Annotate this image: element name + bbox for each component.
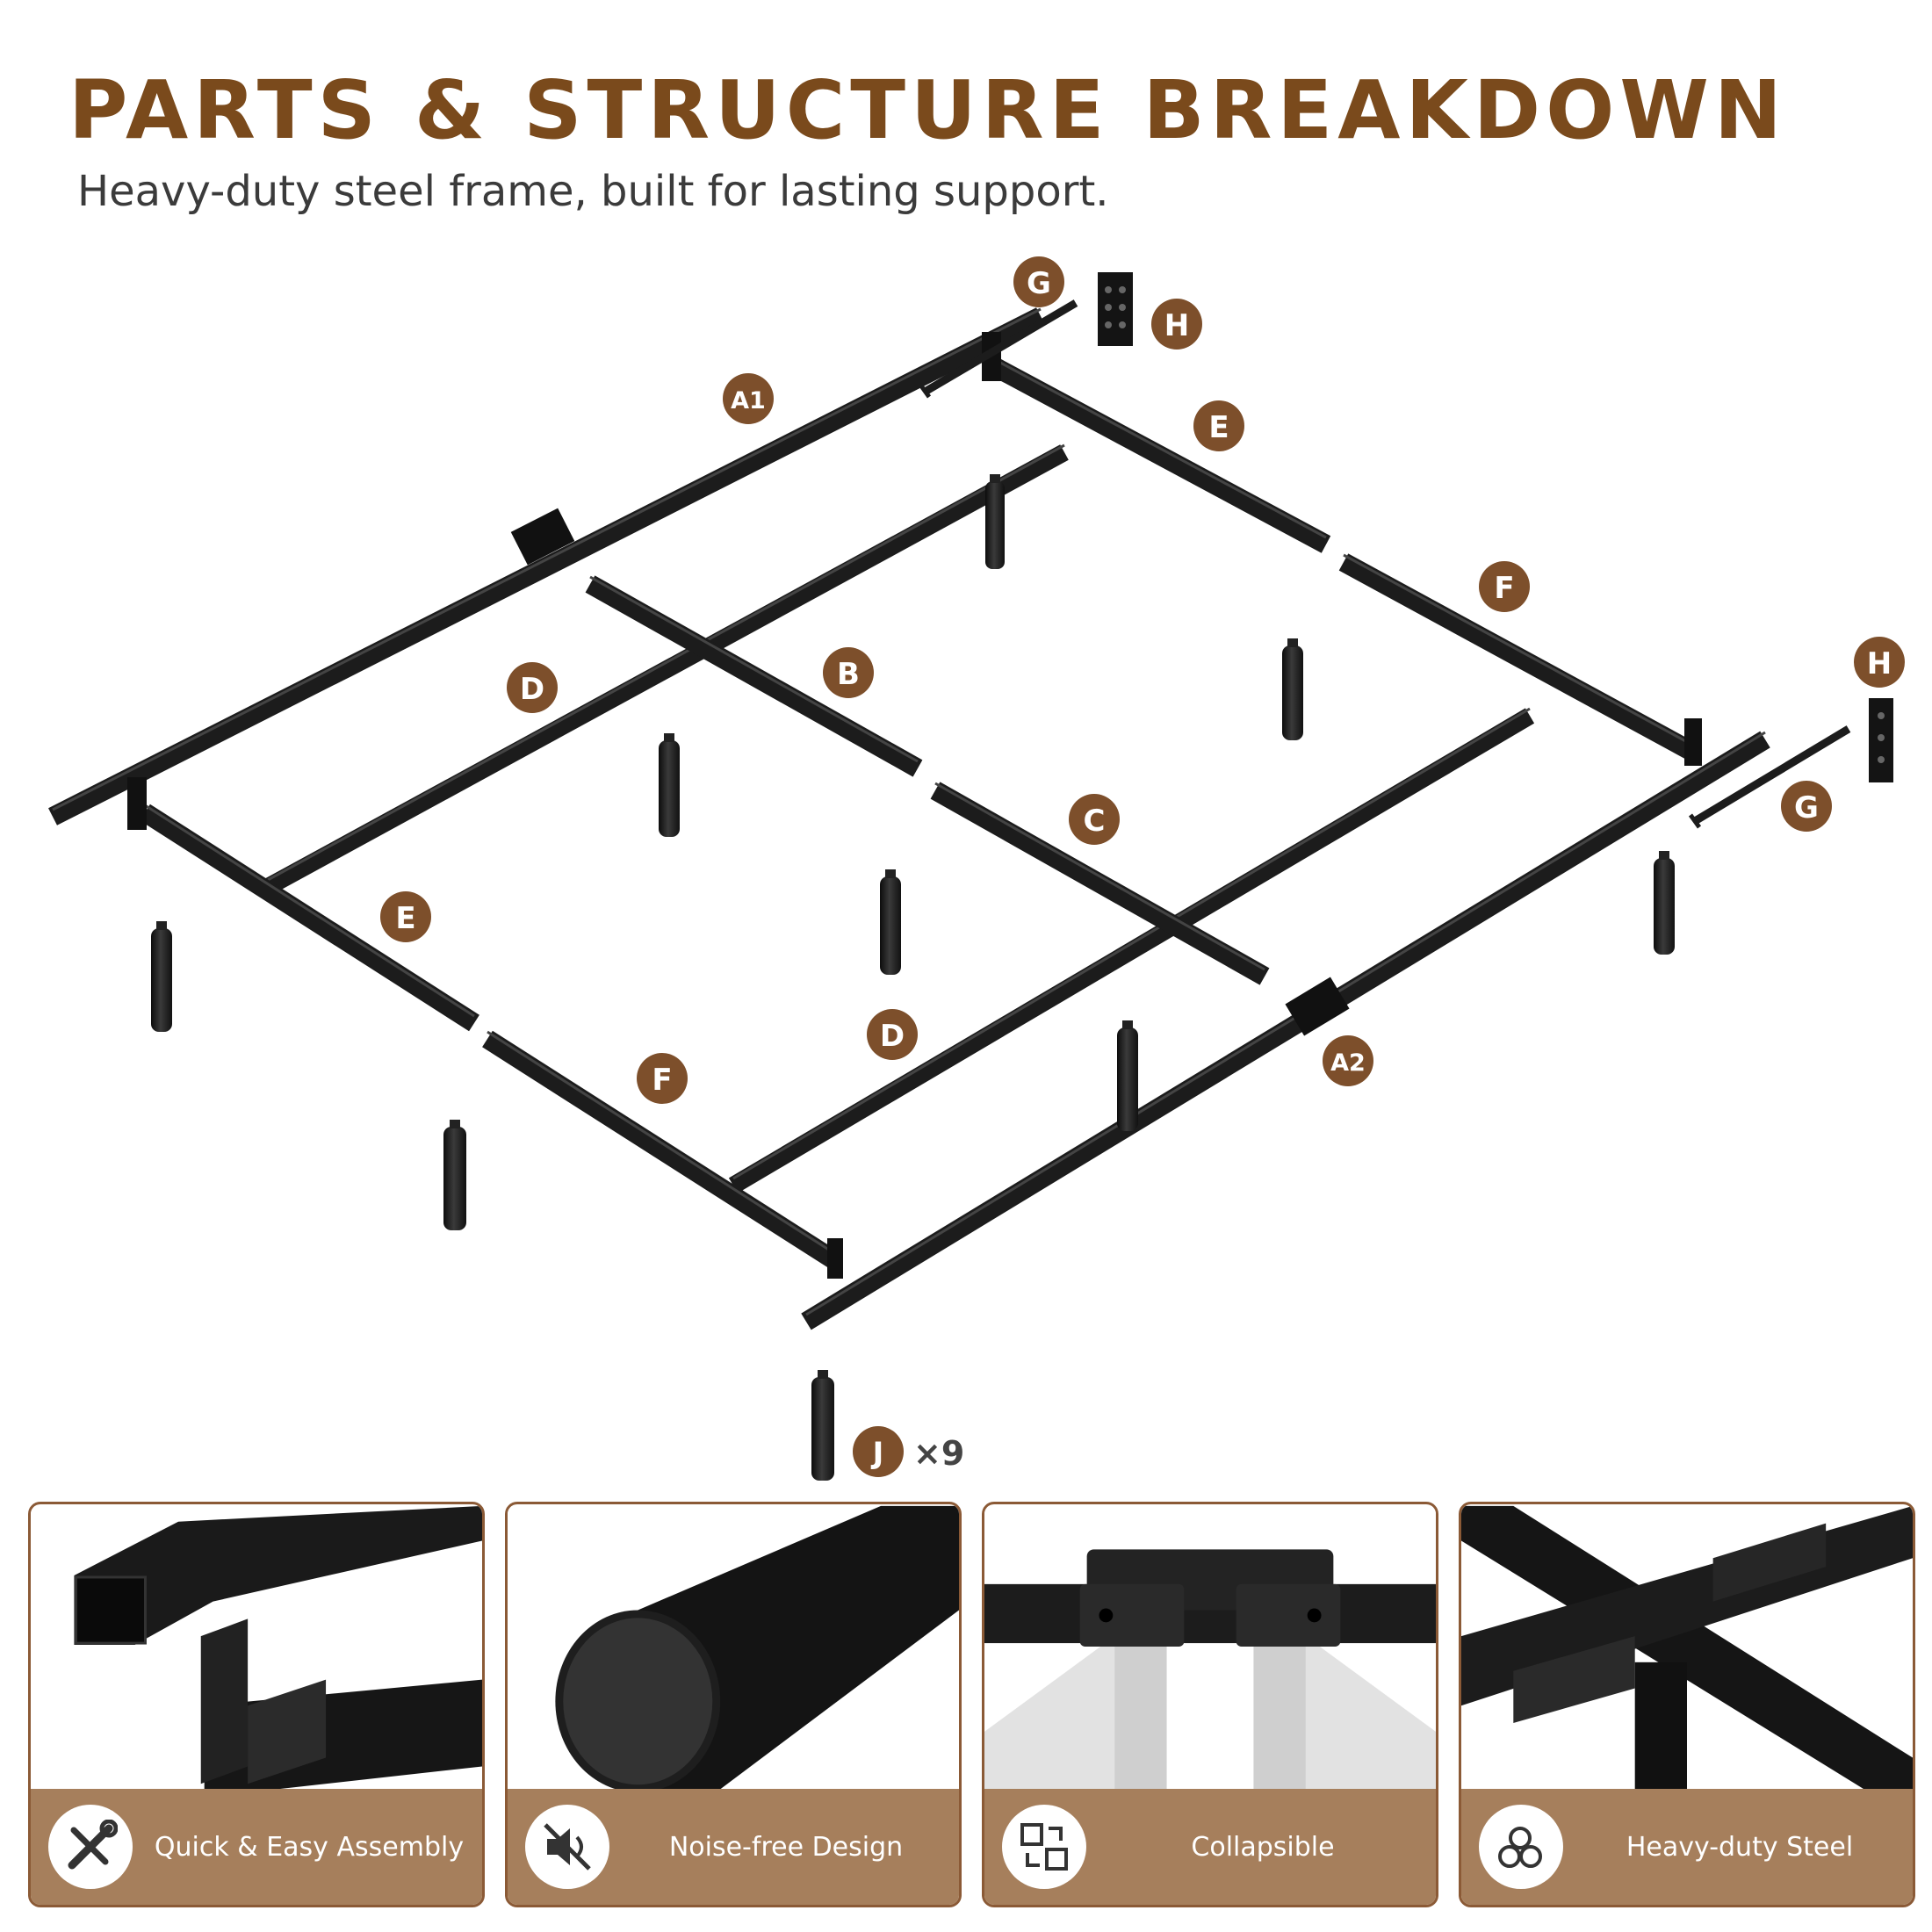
crossbar-f-upper (1338, 553, 1702, 766)
leg-j (1282, 638, 1303, 740)
svg-text:D: D (520, 672, 544, 707)
callout-f-lower: F (637, 1053, 688, 1104)
feature-card-heavy-duty: Heavy-duty Steel (1459, 1502, 1915, 1907)
leg-j (880, 869, 901, 975)
crossbar-c (930, 782, 1270, 985)
callout-a1: A1 (723, 373, 774, 424)
center-rail-d-lower (728, 707, 1535, 1193)
collapsible-detail-image (984, 1505, 1436, 1793)
feature-label: Collapsible (1191, 1831, 1335, 1863)
crossbar-e-lower (127, 777, 479, 1032)
callout-e-upper: E (1193, 400, 1244, 451)
svg-text:B: B (837, 657, 860, 692)
feature-label: Noise-free Design (668, 1831, 904, 1863)
feature-bar: Collapsible (984, 1789, 1436, 1905)
side-rail-a1 (48, 307, 1045, 825)
svg-text:F: F (652, 1063, 672, 1098)
leg-j (443, 1120, 466, 1230)
heavy-duty-detail-image (1461, 1505, 1913, 1793)
svg-text:H: H (1867, 646, 1892, 681)
fold-icon (1002, 1805, 1086, 1889)
svg-text:D: D (880, 1019, 905, 1054)
center-rail-d-upper (263, 443, 1069, 895)
bracket-h-upper (1098, 272, 1133, 346)
steel-pipes-icon (1479, 1805, 1563, 1889)
crossbar-e-upper (982, 332, 1331, 553)
feature-bar: Noise-free Design (508, 1789, 959, 1905)
mute-icon (525, 1805, 609, 1889)
callout-j: J (853, 1426, 904, 1477)
svg-text:A1: A1 (731, 387, 766, 415)
callout-g-lower: G (1781, 781, 1832, 832)
svg-text:E: E (395, 901, 415, 936)
feature-label: Heavy-duty Steel (1626, 1831, 1854, 1863)
svg-text:F: F (1494, 571, 1514, 606)
leg-j (1654, 851, 1675, 955)
callout-d-upper: D (507, 662, 558, 713)
leg-j (151, 921, 172, 1032)
page-subtitle: Heavy-duty steel frame, built for lastin… (77, 167, 1109, 216)
callout-h-upper: H (1151, 299, 1202, 350)
svg-text:A2: A2 (1330, 1049, 1366, 1077)
leg-j (985, 474, 1005, 569)
assembly-detail-image (31, 1505, 482, 1793)
callout-b: B (823, 647, 874, 698)
callout-c: C (1069, 794, 1120, 845)
leg-quantity: ×9 (913, 1434, 964, 1473)
callout-f-upper: F (1479, 561, 1530, 612)
callout-g-upper: G (1013, 256, 1064, 307)
crossbar-f-lower (482, 1030, 843, 1279)
side-rail-a2 (801, 731, 1770, 1330)
feature-card-collapsible: Collapsible (982, 1502, 1438, 1907)
noise-free-detail-image (508, 1505, 959, 1793)
feature-card-noise-free: Noise-free Design (505, 1502, 962, 1907)
feature-bar: Quick & Easy Assembly (31, 1789, 482, 1905)
leg-j (811, 1370, 834, 1481)
callout-h-lower: H (1854, 637, 1905, 688)
svg-text:G: G (1794, 790, 1819, 825)
slat-g-lower (1688, 725, 1851, 829)
feature-bar: Heavy-duty Steel (1461, 1789, 1913, 1905)
feature-card-assembly: Quick & Easy Assembly (28, 1502, 485, 1907)
svg-text:H: H (1164, 308, 1189, 343)
leg-j (1117, 1020, 1138, 1131)
svg-text:G: G (1027, 266, 1051, 301)
callout-d-lower: D (867, 1009, 918, 1060)
frame-exploded-diagram: G H A1 E F H D B G C E D A2 F J ×9 (48, 256, 1905, 1481)
svg-text:E: E (1208, 410, 1229, 445)
bracket-h-lower (1869, 698, 1893, 782)
feature-label: Quick & Easy Assembly (154, 1831, 465, 1863)
wrench-screwdriver-icon (48, 1805, 133, 1889)
leg-j (659, 733, 680, 837)
crossbar-b (585, 575, 923, 777)
svg-text:J: J (871, 1436, 884, 1471)
callout-e-lower: E (380, 891, 431, 942)
page-title: PARTS & STRUCTURE BREAKDOWN (68, 63, 1787, 157)
slat-g-upper (918, 299, 1078, 399)
callout-a2: A2 (1323, 1035, 1373, 1086)
svg-text:C: C (1084, 804, 1106, 839)
